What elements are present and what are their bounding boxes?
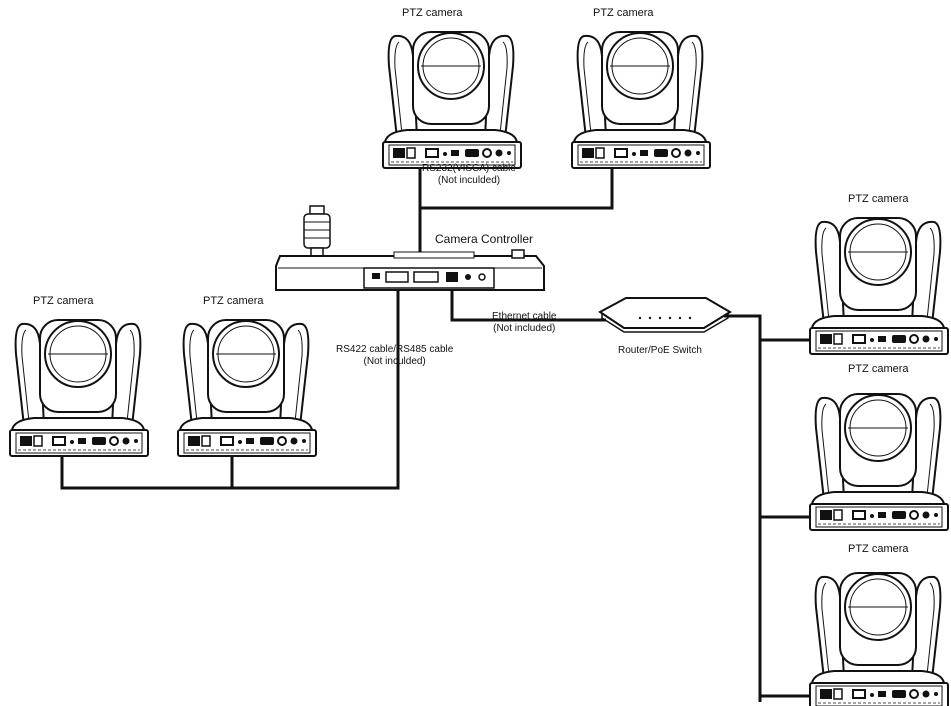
- router-poe-switch: [599, 297, 731, 333]
- rs422-cable: [60, 282, 400, 490]
- ethernet-cable: [450, 282, 606, 322]
- camera-label: PTZ camera: [203, 295, 264, 307]
- camera-label: PTZ camera: [848, 363, 909, 375]
- ptz-camera-right-3: [809, 572, 949, 706]
- camera-label: PTZ camera: [33, 295, 94, 307]
- camera-label: PTZ camera: [402, 7, 463, 19]
- rs232-cable-label: RS232(VISCA) cable (Not inculded): [422, 163, 516, 187]
- rs232-cable-label-line1: RS232(VISCA) cable: [422, 163, 516, 174]
- rs232-cable-branch: [420, 150, 614, 210]
- rs422-cable-label: RS422 cable/RS485 cable (Not inculded): [336, 344, 453, 368]
- ptz-camera-right-1: [809, 217, 949, 355]
- ethernet-cable-label: Ethernet cable (Not included): [492, 311, 557, 335]
- camera-label: PTZ camera: [848, 543, 909, 555]
- rs422-cable-label-line1: RS422 cable/RS485 cable: [336, 344, 454, 355]
- ethernet-cable-label-line1: Ethernet cable: [492, 311, 557, 322]
- router-label: Router/PoE Switch: [618, 345, 702, 356]
- ethernet-cable-label-line2: (Not included): [493, 323, 556, 334]
- camera-label: PTZ camera: [593, 7, 654, 19]
- ptz-camera-bottom-left: [9, 319, 149, 457]
- camera-controller: [275, 205, 545, 291]
- ptz-camera-top-right: [571, 31, 711, 169]
- ptz-camera-right-2: [809, 393, 949, 531]
- rs422-cable-label-line2: (Not inculded): [363, 356, 426, 367]
- ptz-camera-bottom-middle: [177, 319, 317, 457]
- cables: [60, 150, 822, 702]
- controller-label: Camera Controller: [435, 232, 534, 246]
- rs232-cable-label-line2: (Not inculded): [437, 175, 501, 186]
- poe-cable: [724, 314, 762, 702]
- ptz-camera-top-left: [382, 31, 522, 169]
- camera-label: PTZ camera: [848, 193, 909, 205]
